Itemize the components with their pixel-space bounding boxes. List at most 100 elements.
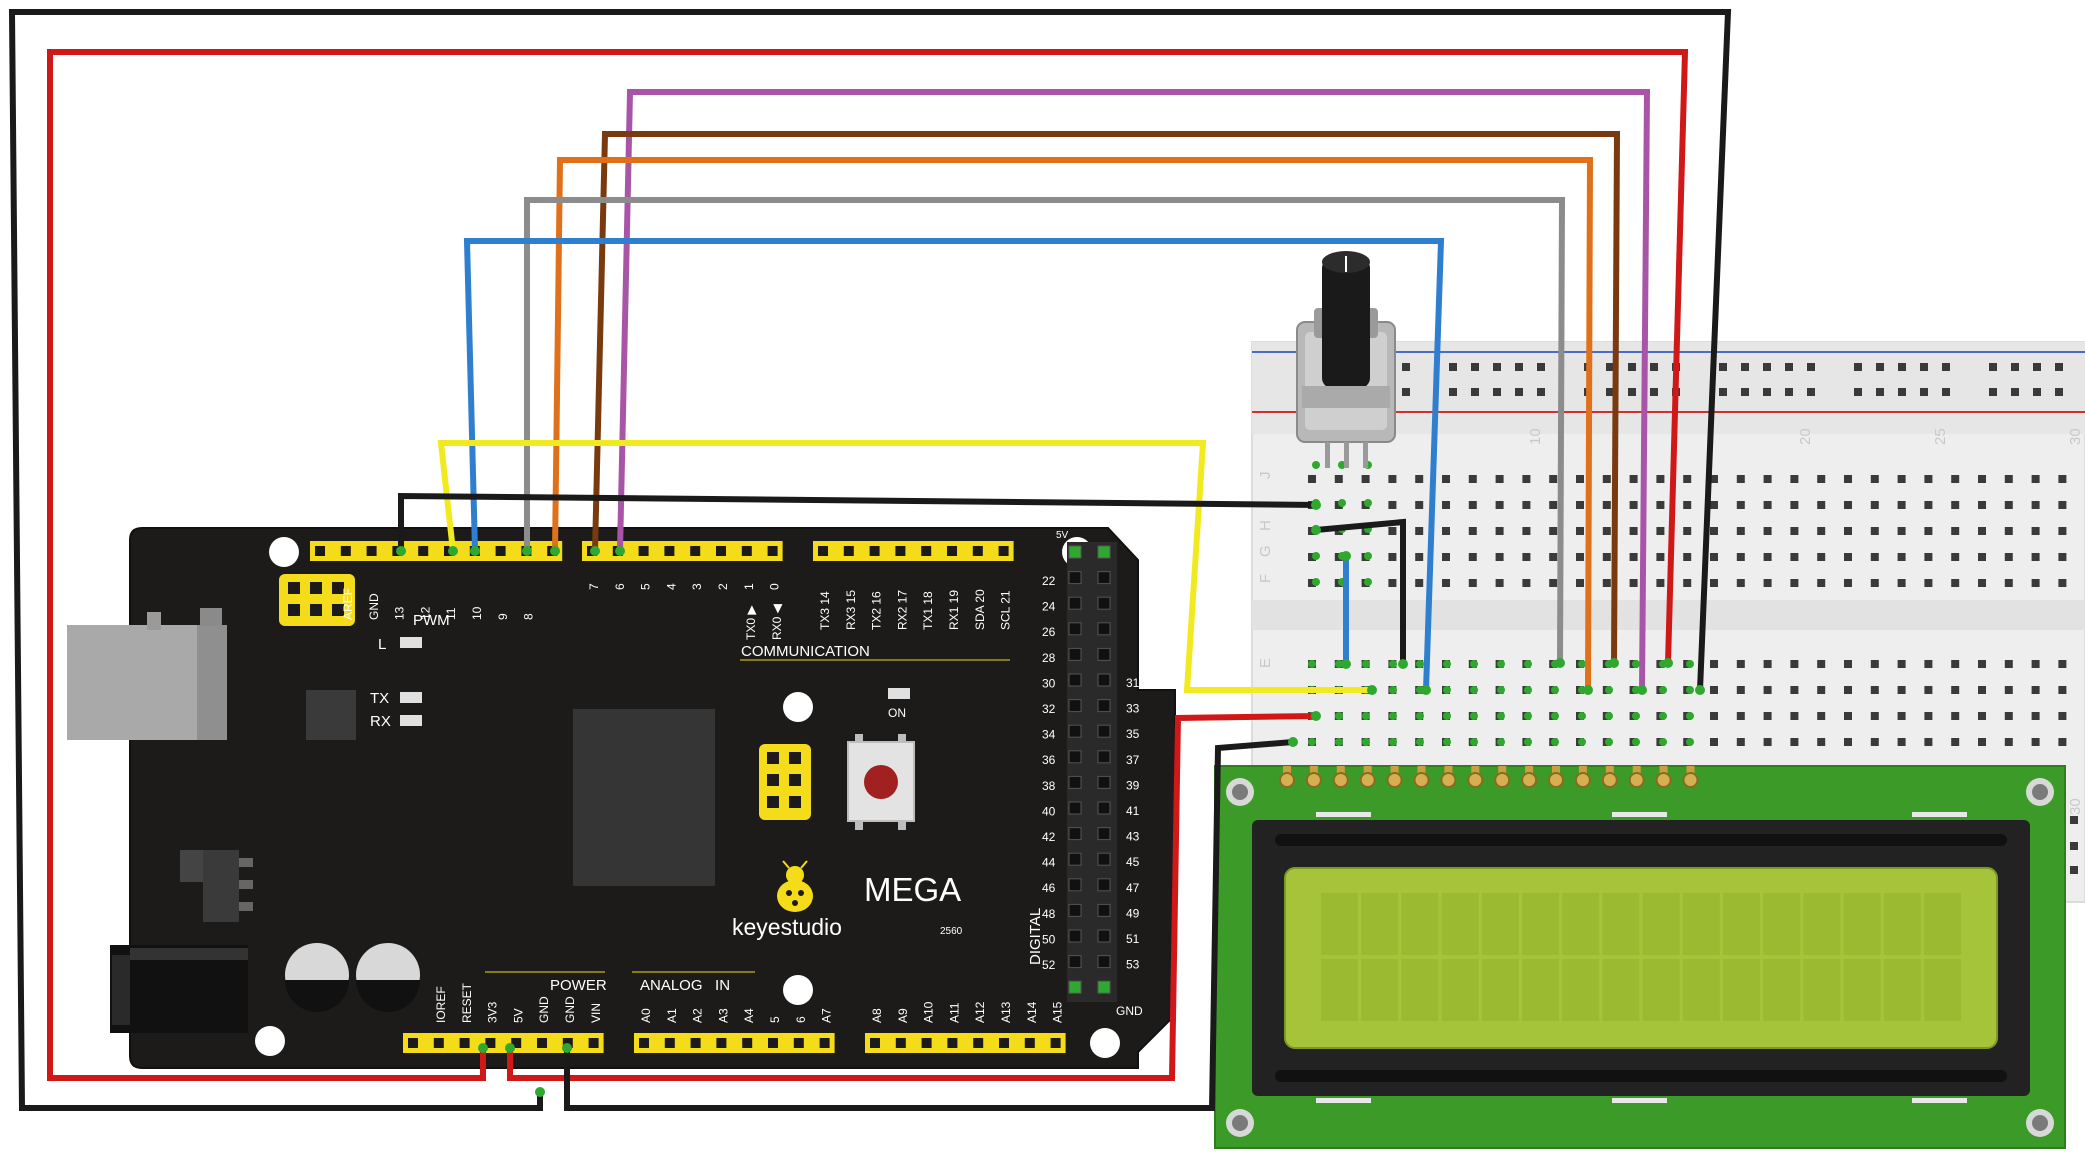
breadboard-hole [1790, 660, 1799, 668]
power-rail-hole [1537, 388, 1545, 396]
header-power [403, 1033, 604, 1053]
breadboard-hole [2004, 527, 2013, 535]
pin-label-analog-a: A3 [716, 1008, 730, 1023]
breadboard-hole [1844, 553, 1852, 561]
breadboard-hole [2070, 866, 2078, 874]
pin-label-digital-right: 47 [1126, 881, 1140, 895]
pin-label-top-left: GND [367, 593, 381, 620]
connected-hole [1497, 686, 1505, 694]
reset-button [847, 734, 915, 830]
lcd-cell [1723, 893, 1760, 955]
breadboard-hole [1495, 553, 1504, 561]
breadboard-hole [2031, 712, 2040, 720]
power-rail-hole [1741, 388, 1749, 396]
breadboard-hole [1817, 660, 1826, 668]
bb-col-label-30: 30 [2067, 428, 2084, 445]
breadboard-hole [1683, 553, 1692, 561]
breadboard-hole [1763, 501, 1772, 509]
connected-hole [1686, 686, 1694, 694]
header-pin [1097, 929, 1111, 943]
header-pin [768, 1038, 778, 1048]
lcd-cell [1682, 959, 1720, 1021]
usb-b-connector [67, 608, 227, 740]
lcd-cell [1642, 959, 1680, 1021]
pin-label-analog-a: A4 [742, 1008, 756, 1023]
wire-end [590, 546, 600, 556]
wire-black-gnd [398, 492, 1320, 554]
lcd-cell [1682, 893, 1720, 955]
connected-hole [1659, 738, 1667, 746]
lcd-cell [1562, 959, 1600, 1021]
header-pin [562, 1038, 573, 1048]
lcd-cell [1723, 959, 1760, 1021]
lcd-cell [1522, 893, 1559, 955]
breadboard-hole [1468, 527, 1477, 535]
bb-row-f: F [1257, 574, 1274, 583]
bb-row-h: H [1257, 520, 1274, 531]
bb-row-g: G [1257, 545, 1274, 557]
power-rail-hole [1650, 388, 1658, 396]
lcd-pin-pad [1332, 772, 1349, 788]
connected-hole [1524, 738, 1532, 746]
icsp-pin [789, 796, 801, 808]
power-rail-hole [1854, 388, 1862, 396]
connected-hole [1308, 738, 1316, 746]
pin-label-digital-right: 51 [1126, 932, 1140, 946]
header-top-right [813, 541, 1014, 561]
header-pin [1097, 801, 1111, 815]
bb-row-e: E [1257, 658, 1274, 668]
header-pin [716, 1038, 727, 1048]
pin-label-top-left: 11 [444, 607, 458, 620]
bb-col-label-10: 10 [1527, 428, 1544, 445]
lcd-cell [1401, 959, 1439, 1021]
header-pin [1068, 980, 1082, 994]
icsp-pin [288, 582, 300, 594]
breadboard-hole [1361, 475, 1370, 483]
breadboard-hole [1736, 712, 1745, 720]
breadboard-hole [2004, 712, 2013, 720]
connected-hole [1308, 660, 1316, 668]
header-pin [1097, 955, 1111, 969]
breadboard-hole [1495, 579, 1504, 587]
connected-hole [1312, 578, 1320, 586]
breadboard-hole [2058, 579, 2067, 587]
breadboard-hole [1897, 660, 1906, 668]
pin-label-analog-a: A2 [691, 1008, 705, 1023]
wire-end [448, 546, 458, 556]
breadboard-hole [1763, 686, 1772, 694]
header-pin [664, 1038, 675, 1048]
wire-end [478, 1043, 488, 1053]
pin-label-top-right: RX3 15 [844, 590, 858, 630]
breadboard-hole [2031, 527, 2040, 535]
breadboard-hole [1817, 475, 1826, 483]
pin-label-top-right: TX2 16 [870, 591, 884, 630]
power-rail-hole [2011, 363, 2019, 371]
breadboard-hole [1334, 475, 1343, 483]
pin-label-top-middle: 3 [690, 583, 704, 590]
breadboard-hole [1415, 501, 1424, 509]
pin-label-serial: TX0 ▶ [744, 605, 758, 640]
breadboard-hole [2058, 501, 2067, 509]
power-rail-hole [1719, 388, 1727, 396]
breadboard-hole [1629, 553, 1638, 561]
connected-hole [1497, 660, 1505, 668]
icsp-pin [310, 604, 322, 616]
led-tx-label: TX [370, 690, 389, 707]
icsp-body [759, 744, 811, 820]
power-rail-hole [1854, 363, 1862, 371]
wire-end [505, 1043, 515, 1053]
connected-hole [1470, 712, 1478, 720]
header-pin [767, 546, 778, 556]
breadboard-hole [1924, 738, 1933, 746]
breadboard-hole [1629, 475, 1638, 483]
pin-label-analog-b: A11 [947, 1002, 961, 1023]
power-rail-hole [1807, 363, 1815, 371]
part-number-label: 2560 [940, 926, 963, 937]
breadboard-hole [1308, 475, 1316, 483]
header-pin [366, 546, 377, 556]
header-pin [1097, 647, 1111, 661]
header-pin [418, 546, 429, 556]
wire-end [1583, 685, 1593, 695]
connected-hole [1443, 738, 1451, 746]
breadboard-hole [1844, 738, 1852, 746]
